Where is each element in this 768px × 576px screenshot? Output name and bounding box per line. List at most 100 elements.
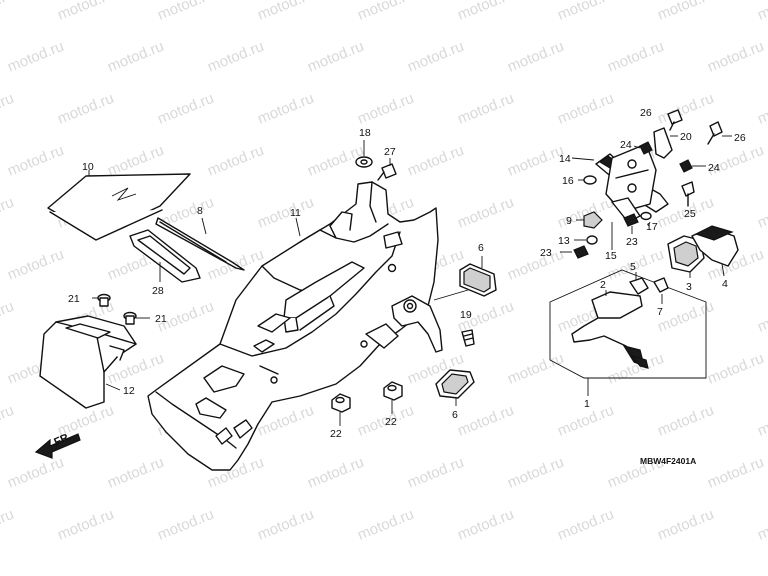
part-22-nut-a	[331, 393, 351, 426]
callout-24a: 24	[620, 139, 632, 151]
callout-12: 12	[123, 385, 135, 397]
watermark-text: motod.ru	[55, 506, 116, 544]
watermark-text: motod.ru	[655, 0, 716, 24]
watermark-text: motod.ru	[155, 90, 216, 128]
callout-15: 15	[605, 250, 617, 262]
watermark-text: motod.ru	[305, 38, 366, 76]
callout-2: 2	[600, 279, 606, 291]
callout-5: 5	[630, 261, 636, 273]
watermark-text: motod.ru	[655, 506, 716, 544]
part-10-sheet	[47, 170, 191, 241]
part-24-nut-a	[633, 141, 653, 155]
callout-23b: 23	[626, 236, 638, 248]
part-15-lamp-base	[605, 143, 657, 250]
part-18-grommet	[355, 140, 373, 168]
watermark-text: motod.ru	[655, 298, 716, 336]
callout-8: 8	[197, 205, 203, 217]
watermark-text: motod.ru	[455, 402, 516, 440]
callout-19: 19	[460, 309, 472, 321]
callout-24b: 24	[708, 162, 720, 174]
watermark-text: motod.ru	[55, 0, 116, 24]
watermark-text: motod.ru	[755, 90, 768, 128]
callout-26b: 26	[734, 132, 746, 144]
watermark-text: motod.ru	[205, 38, 266, 76]
part-24-nut-b	[679, 159, 706, 173]
watermark-text: motod.ru	[0, 506, 16, 544]
diagram-code: MBW4F2401A	[640, 456, 696, 466]
watermark-text: motod.ru	[505, 350, 566, 388]
watermark-text: motod.ru	[705, 38, 766, 76]
part-9-grommet	[576, 211, 603, 229]
callout-18: 18	[359, 127, 371, 139]
part-20-stay	[653, 127, 678, 159]
callout-22b: 22	[385, 416, 397, 428]
watermark-text: motod.ru	[105, 38, 166, 76]
part-6-reflector-upper	[459, 256, 497, 297]
callout-11: 11	[290, 207, 301, 219]
callout-21a: 21	[68, 293, 80, 305]
watermark-text: motod.ru	[655, 402, 716, 440]
watermark-text: motod.ru	[355, 0, 416, 24]
callout-27: 27	[384, 146, 396, 158]
watermark-text: motod.ru	[705, 454, 766, 492]
watermark-text: motod.ru	[455, 0, 516, 24]
callout-6b: 6	[452, 409, 458, 421]
watermark-text: motod.ru	[155, 506, 216, 544]
part-1-harness-box	[549, 269, 707, 396]
callout-21b: 21	[155, 313, 167, 325]
part-21-bolt-a	[92, 293, 111, 307]
watermark-text: motod.ru	[605, 38, 666, 76]
callout-9: 9	[566, 215, 572, 227]
watermark-text: motod.ru	[205, 142, 266, 180]
callout-25: 25	[684, 208, 696, 220]
part-23-nut-a	[560, 245, 589, 259]
callout-23a: 23	[540, 247, 552, 259]
watermark-text: motod.ru	[755, 298, 768, 336]
part-license-bracket	[365, 289, 469, 353]
callout-14: 14	[559, 153, 571, 165]
watermark-text: motod.ru	[0, 298, 16, 336]
part-26-bolt-b	[707, 121, 732, 145]
watermark-text: motod.ru	[105, 454, 166, 492]
part-17-grommet	[640, 211, 652, 227]
part-19-bolt	[461, 329, 475, 347]
part-3-lens	[667, 235, 705, 278]
watermark-text: motod.ru	[705, 350, 766, 388]
watermark-text: motod.ru	[505, 246, 566, 284]
watermark-text: motod.ru	[655, 90, 716, 128]
watermark-text: motod.ru	[355, 90, 416, 128]
watermark-text: motod.ru	[255, 90, 316, 128]
watermark-text: motod.ru	[455, 90, 516, 128]
watermark-text: motod.ru	[5, 454, 66, 492]
watermark-text: motod.ru	[705, 142, 766, 180]
part-4-cover	[691, 225, 739, 277]
part-12-tray	[39, 315, 137, 409]
watermark-text: motod.ru	[755, 194, 768, 232]
watermark-text: motod.ru	[0, 0, 16, 24]
part-28-strap	[129, 229, 201, 283]
callout-1: 1	[584, 398, 590, 410]
watermark-text: motod.ru	[405, 142, 466, 180]
part-26-bolt-a	[667, 109, 683, 131]
watermark-text: motod.ru	[0, 90, 16, 128]
callout-3: 3	[686, 281, 692, 293]
part-22-nut-b	[383, 381, 403, 414]
callout-10: 10	[82, 161, 94, 173]
watermark-text: motod.ru	[405, 38, 466, 76]
watermark-text: motod.ru	[255, 0, 316, 24]
watermark-text: motod.ru	[55, 90, 116, 128]
watermark-text: motod.ru	[355, 506, 416, 544]
watermark-text: motod.ru	[5, 38, 66, 76]
part-27-bolt	[377, 158, 397, 181]
part-11-rear-fender	[147, 181, 439, 471]
part-6-reflector-lower	[435, 369, 475, 406]
watermark-text: motod.ru	[505, 142, 566, 180]
callout-26a: 26	[640, 107, 652, 119]
callout-22a: 22	[330, 428, 342, 440]
part-16-grommet	[578, 175, 597, 185]
watermark-text: motod.ru	[405, 454, 466, 492]
part-2-socket	[571, 290, 649, 369]
watermark-text: motod.ru	[755, 402, 768, 440]
part-5-bulb	[629, 272, 649, 295]
